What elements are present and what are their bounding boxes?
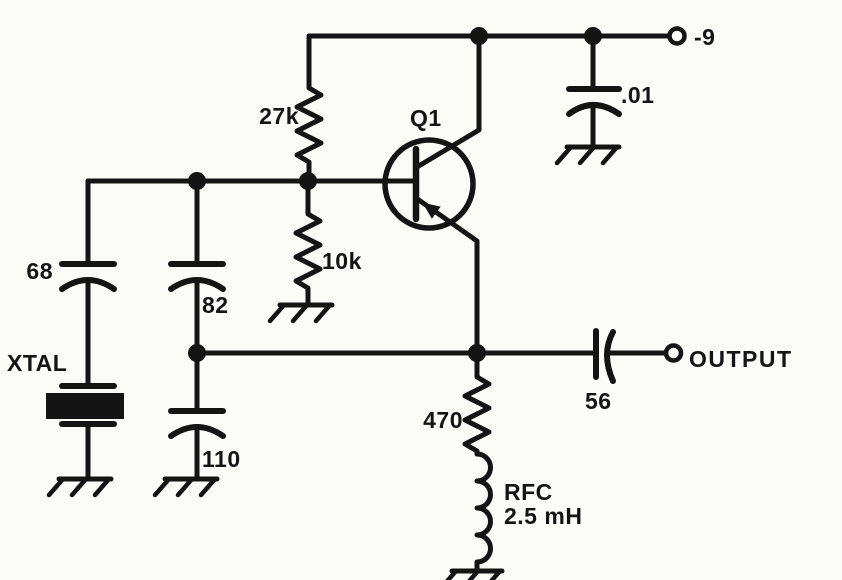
emitter-arrow-icon	[422, 202, 441, 219]
junction-dot	[188, 172, 206, 190]
transistor-q1	[382, 33, 482, 356]
capacitor-82	[168, 178, 226, 356]
capacitor-68	[59, 178, 117, 389]
capacitor-56	[593, 328, 616, 384]
capacitor-01-label: .01	[621, 82, 654, 108]
inductor-rfc-value: 2.5 mH	[504, 503, 582, 529]
resistor-10k-label: 10k	[322, 248, 362, 274]
inductor-rfc-label: RFC	[504, 479, 553, 505]
resistor-470-label: 470	[423, 407, 463, 433]
junction-dot	[584, 27, 602, 45]
crystal-xtal	[46, 383, 124, 482]
capacitor-56-label: 56	[585, 388, 612, 414]
ground-icon	[46, 476, 114, 498]
supply-terminal	[667, 26, 687, 46]
ground-icon	[267, 302, 335, 324]
ground-icon	[152, 476, 220, 498]
emitter-lead	[413, 195, 480, 356]
resistor-27k-label: 27k	[259, 103, 299, 129]
capacitor-82-label: 82	[202, 292, 229, 318]
transistor-label: Q1	[410, 105, 442, 131]
collector-lead	[414, 33, 482, 170]
resistor-10k	[293, 178, 323, 308]
output-terminal	[663, 343, 684, 363]
resistor-27k	[294, 33, 324, 184]
crystal-label: XTAL	[7, 350, 67, 376]
junction-dot	[188, 344, 206, 362]
ground-icon	[554, 144, 622, 166]
capacitor-01	[566, 33, 622, 150]
output-label: OUTPUT	[689, 346, 793, 372]
capacitor-110	[168, 350, 226, 482]
junction-dot	[470, 27, 488, 45]
resistor-470	[462, 350, 492, 457]
capacitor-110-label: 110	[202, 446, 241, 472]
supply-label: -9	[694, 24, 715, 50]
junction-dot	[468, 344, 486, 362]
junction-dot	[299, 172, 317, 190]
capacitor-68-label: 68	[26, 258, 53, 284]
ground-icon	[445, 568, 505, 580]
inductor-rfc	[474, 451, 493, 574]
